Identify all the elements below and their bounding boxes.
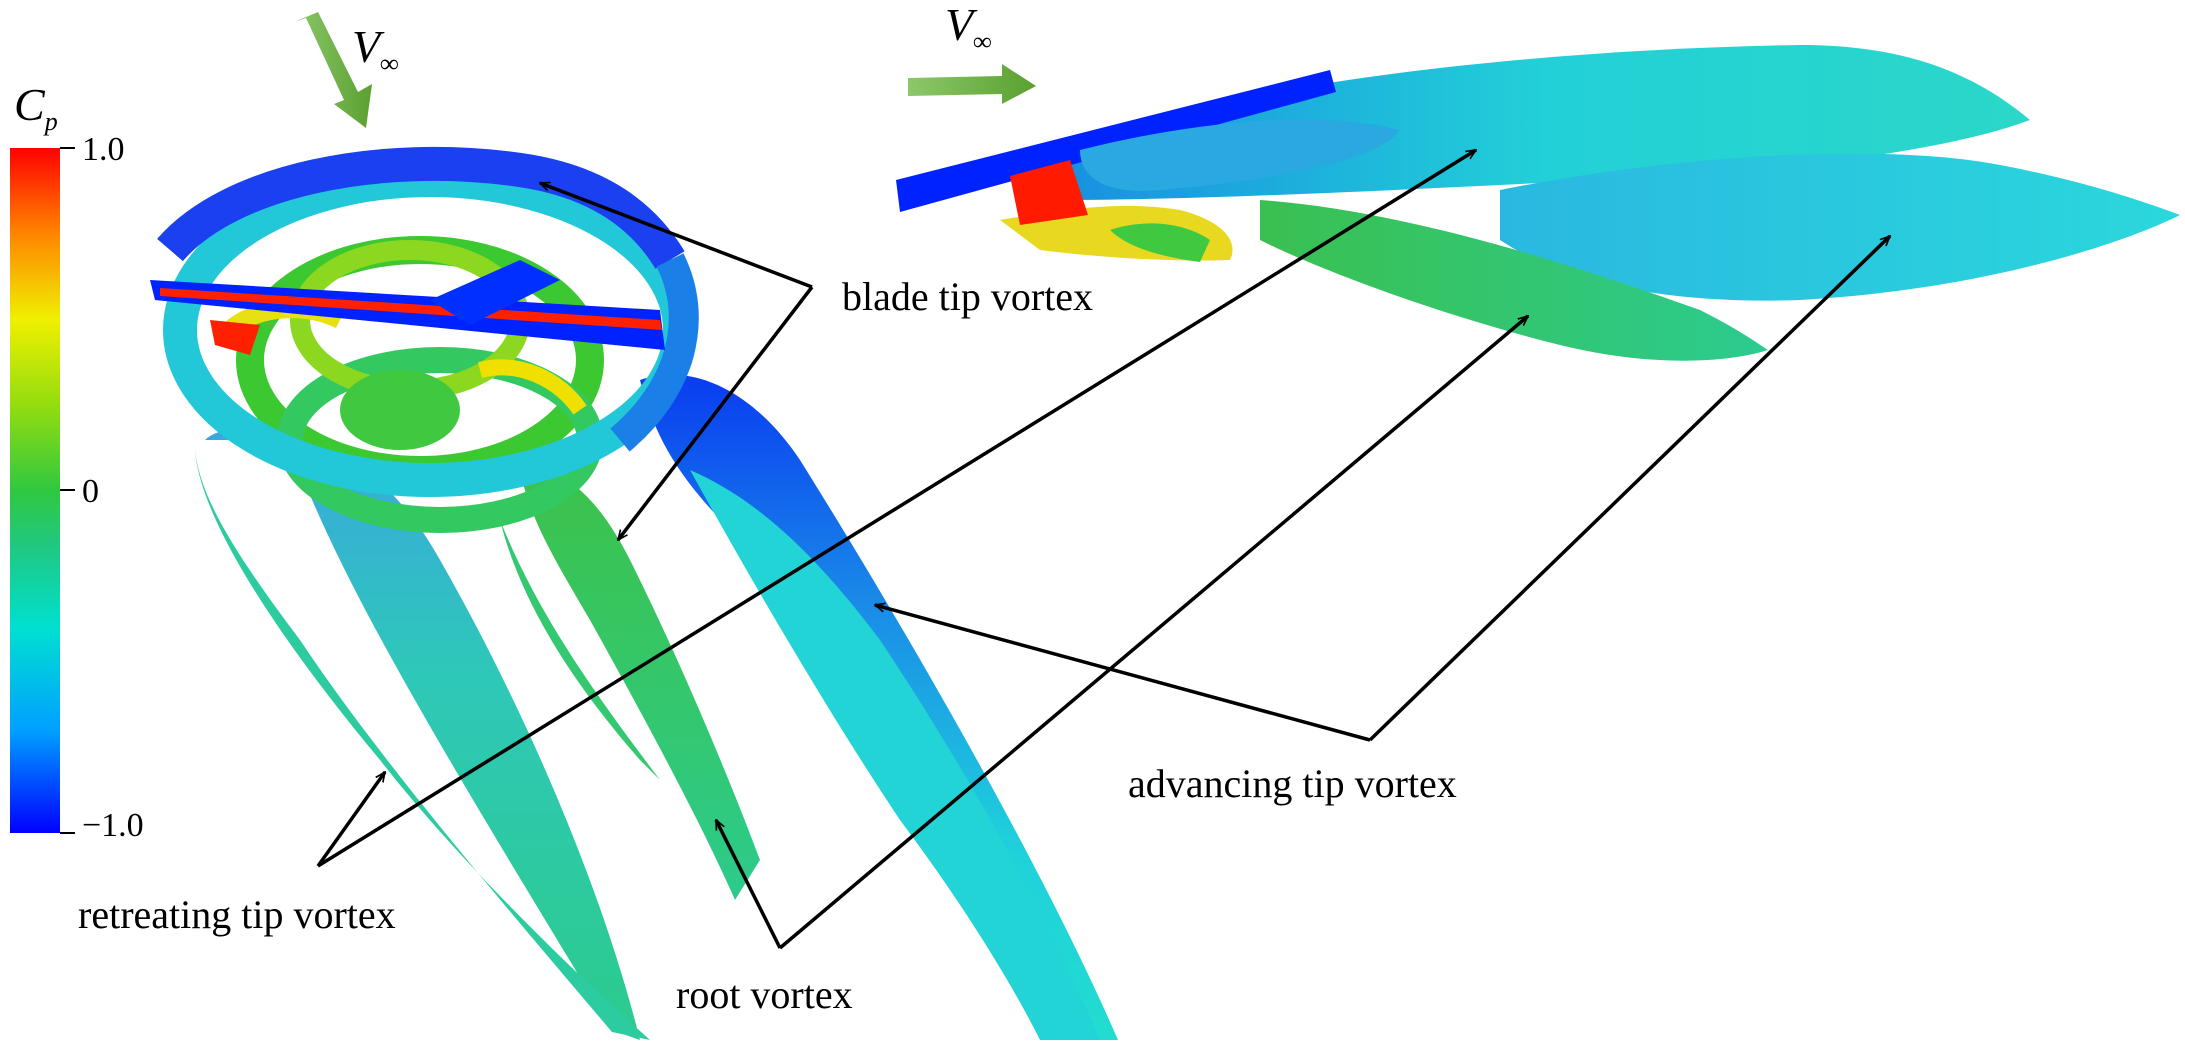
side-tip-vortex-lower <box>1500 153 2180 301</box>
label-advancing-tip-vortex: advancing tip vortex <box>1128 761 1457 806</box>
label-blade-tip-vortex: blade tip vortex <box>842 274 1093 319</box>
colorbar-symbol: Cp <box>14 79 58 136</box>
freestream-left: V∞ <box>294 12 399 128</box>
retreating-tip-vortex-tube <box>205 430 640 1040</box>
freestream-symbol-right: V∞ <box>945 0 992 56</box>
freestream-arrow-diagonal <box>294 12 372 128</box>
freestream-right: V∞ <box>908 0 1036 104</box>
side-rotor-blade <box>896 70 1336 212</box>
root-vortex-tube <box>520 468 760 900</box>
colorbar: Cp 1.0 0 −1.0 <box>10 79 144 844</box>
colorbar-min-label: −1.0 <box>82 807 144 844</box>
freestream-symbol-left: V∞ <box>352 21 399 78</box>
colorbar-gradient <box>10 148 60 833</box>
label-retreating-tip-vortex: retreating tip vortex <box>78 892 396 937</box>
right-vortex-view <box>896 45 2180 361</box>
colorbar-mid-label: 0 <box>82 473 99 510</box>
freestream-arrow-horizontal <box>908 64 1036 104</box>
pointers <box>316 148 1890 950</box>
label-root-vortex: root vortex <box>676 972 853 1017</box>
left-vortex-view <box>150 146 1118 1041</box>
side-root-vortex <box>1260 200 1768 361</box>
colorbar-max-label: 1.0 <box>82 131 125 168</box>
